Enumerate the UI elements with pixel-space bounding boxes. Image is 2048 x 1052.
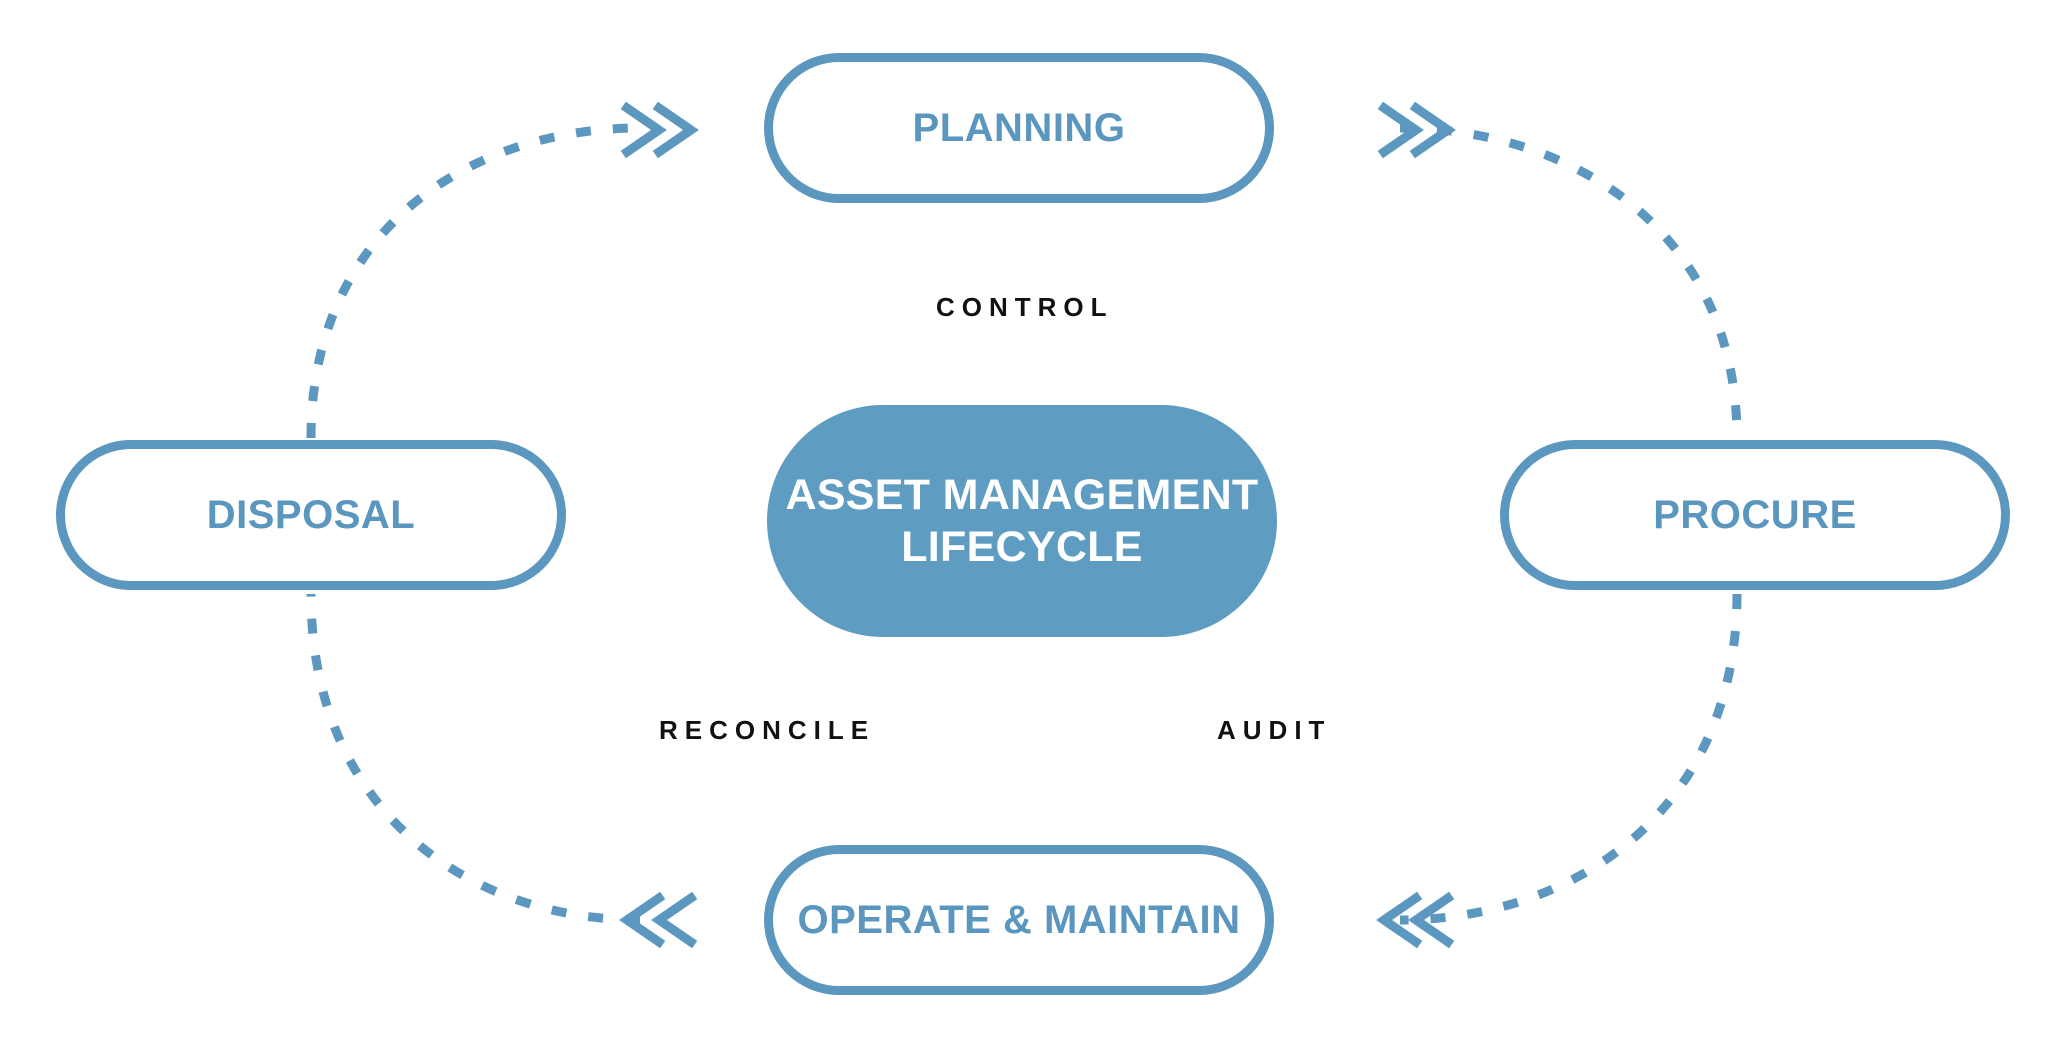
node-planning[interactable]: PLANNING [764,53,1274,203]
node-procure[interactable]: PROCURE [1500,440,2010,590]
chevron-left-icon-operate-to-disposal [619,891,698,949]
connector-operate-to-disposal-path [306,593,641,925]
stage-label-control: CONTROL [936,292,1114,322]
node-operate-and-maintain[interactable]: OPERATE & MAINTAIN [764,845,1274,995]
connector-disposal-to-planning-path [306,123,641,439]
connector-procure-to-operate-path [1399,593,1742,925]
chevron-left-icon-procure-to-operate [1376,891,1455,949]
node-planning-label: PLANNING [912,105,1126,150]
chevron-right-icon-planning-to-procure [1377,101,1456,159]
node-disposal[interactable]: DISPOSAL [56,440,566,590]
connector-planning-to-procure-path [1399,123,1742,439]
hub-label: ASSET MANAGEMENT LIFECYCLE [785,470,1259,571]
hub-asset-management-lifecycle[interactable]: ASSET MANAGEMENT LIFECYCLE [767,405,1277,637]
chevron-right-icon-disposal-to-planning [620,101,699,159]
stage-label-audit: AUDIT [1217,715,1332,745]
node-disposal-label: DISPOSAL [206,492,416,537]
stage-label-reconcile: RECONCILE [659,715,876,745]
node-procure-label: PROCURE [1653,492,1857,537]
node-operate-and-maintain-label: OPERATE & MAINTAIN [797,897,1241,942]
